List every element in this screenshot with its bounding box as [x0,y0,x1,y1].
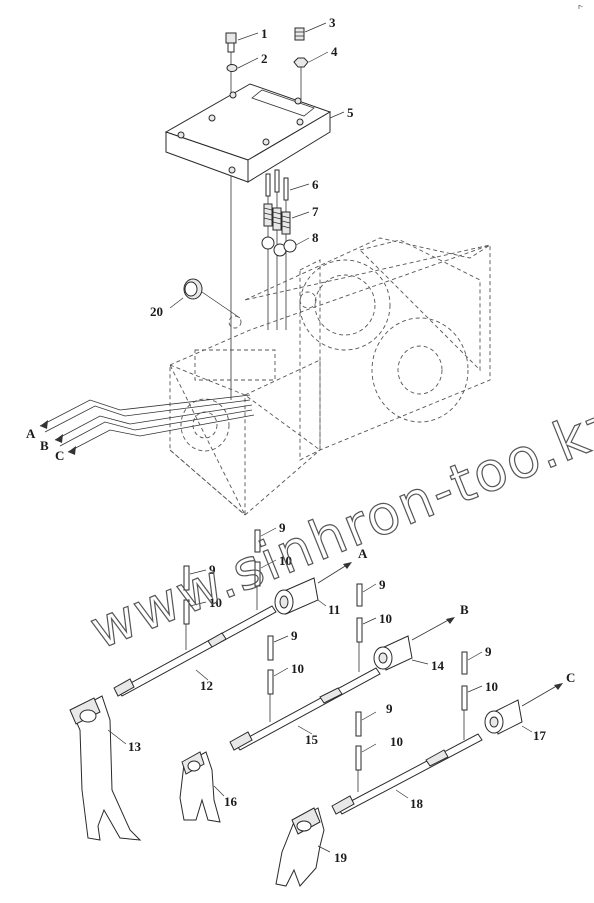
part-14-yoke [373,617,455,671]
pin-10-b [183,599,190,625]
arrow-b-icon [55,434,63,443]
callout-6: 6 [312,177,319,192]
yoke-b-letter: B [460,602,469,617]
part-16-shift-fork [179,751,225,823]
part-12-shift-rod [113,605,277,697]
callout-1: 1 [261,26,268,41]
callout-17: 17 [533,728,547,743]
arrow-a-icon [40,420,48,429]
part-20-plug [183,278,241,319]
callout-13: 13 [128,739,142,754]
pin-10-c [356,617,363,643]
corner-mark: r- [578,3,583,11]
callout-12: 12 [200,678,213,693]
pin-10-e [461,685,468,711]
callout-20: 20 [150,304,163,319]
pin-10-a [254,561,261,587]
pin-9-d [267,635,274,661]
part-5-cover-plate [164,83,332,183]
arrow-letter-a: A [26,426,36,441]
shift-lines-abc [39,394,255,455]
callout-10-d: 10 [291,661,304,676]
callout-19: 19 [334,850,348,865]
callout-7: 7 [312,204,319,219]
callout-10-a: 10 [279,553,292,568]
callout-18: 18 [410,796,424,811]
part-4-nut [293,57,309,102]
bottom-assembly: A B [69,527,575,887]
callout-9-a: 9 [279,520,286,535]
pin-9-a [254,529,261,553]
part-7-springs [263,203,291,235]
callout-8: 8 [312,230,319,245]
gearbox-housing [169,237,491,516]
callout-9-d: 9 [291,628,298,643]
yoke-a-letter: A [358,546,368,561]
callout-4: 4 [331,44,338,59]
top-assembly: A B C [26,22,491,516]
yoke-c-arrow-icon [554,683,563,690]
callout-14: 14 [431,658,445,673]
callout-9-f: 9 [386,701,393,716]
yoke-c-letter: C [566,670,575,685]
bottom-leaders [189,527,533,799]
callout-10-c: 10 [379,611,392,626]
callout-15: 15 [305,732,319,747]
callout-10-b: 10 [209,595,222,610]
part-18-shift-rod [331,733,483,815]
part-2-washer [226,64,238,72]
callout-2: 2 [261,51,268,66]
pin-9-e [461,651,468,675]
part-1-bolt [225,32,237,400]
arrow-c-icon [68,446,76,455]
callout-3: 3 [329,15,336,30]
callout-numbers: 1 2 3 4 5 6 7 8 20 9 10 9 10 11 9 10 12 … [128,15,547,865]
arrow-letter-c: C [55,448,64,463]
part-19-shift-fork [275,807,331,887]
part-8-balls [261,236,297,257]
part-13-shift-fork [69,695,142,841]
callout-11: 11 [328,602,340,617]
callout-10-e: 10 [485,679,498,694]
pin-10-d [267,669,274,695]
callout-10-f: 10 [390,734,403,749]
part-15-shift-rod [229,667,381,751]
yoke-b-arrow-icon [446,617,455,624]
callout-9-b: 9 [209,562,216,577]
callout-9-e: 9 [485,644,492,659]
pin-9-b [183,565,190,591]
callout-5: 5 [347,105,354,120]
part-17-yoke [484,683,563,735]
callout-16: 16 [224,794,238,809]
pin-9-c [356,583,363,607]
arrow-letter-b: B [40,438,49,453]
part-3-plug [294,27,305,41]
callout-9-c: 9 [379,577,386,592]
top-leaders [169,22,345,309]
pin-10-f [355,745,362,771]
yoke-a-arrow-icon [343,562,352,569]
pin-9-f [355,711,362,737]
